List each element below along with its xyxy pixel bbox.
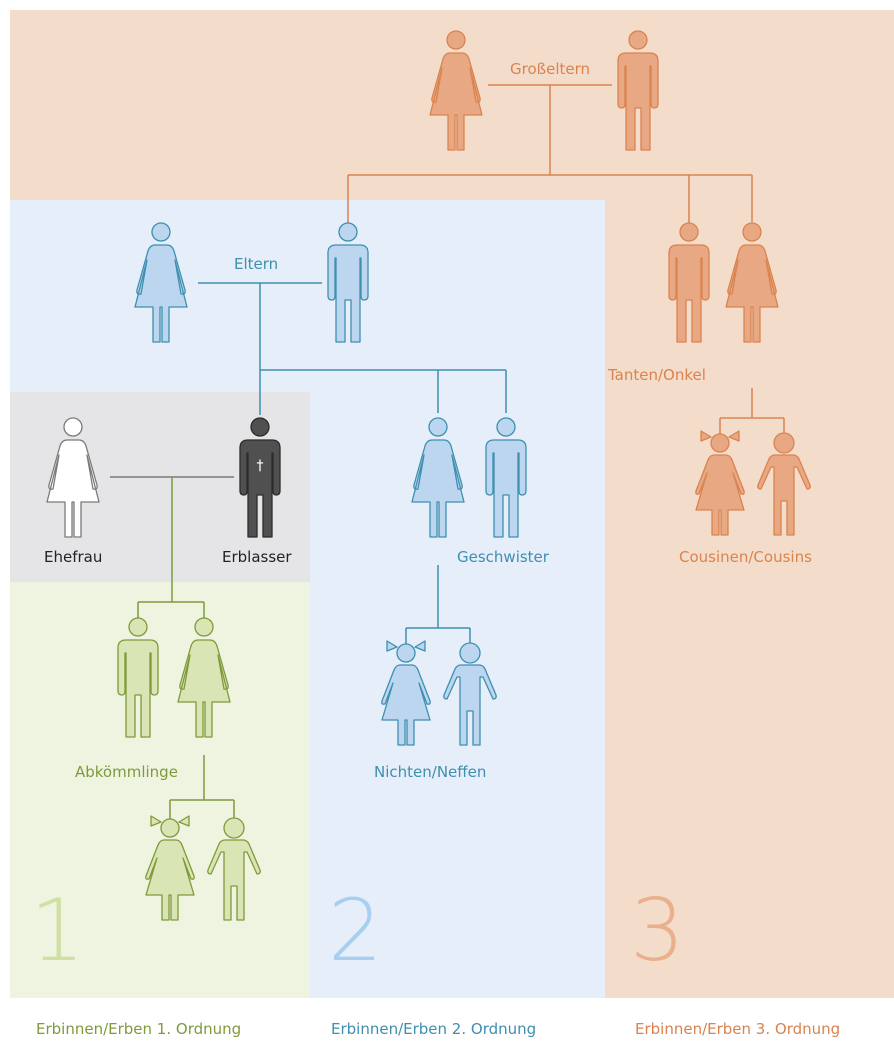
cousinen-cousins-label: Cousinen/Cousins [679, 548, 812, 566]
ehefrau-label: Ehefrau [44, 548, 103, 566]
grosseltern-label: Großeltern [510, 60, 591, 78]
cousin-boy-icon [757, 432, 811, 536]
brother-icon [485, 417, 527, 538]
cross-icon: † [257, 458, 264, 474]
abkoemmlinge-label: Abkömmlinge [75, 763, 178, 781]
sister-icon [411, 417, 465, 538]
nichten-neffen-label: Nichten/Neffen [374, 763, 487, 781]
niece-icon [381, 640, 431, 746]
erblasser-label: Erblasser [222, 548, 292, 566]
third-order-number: 3 [630, 881, 685, 981]
mother-icon [134, 222, 188, 343]
third-order-caption: Erbinnen/Erben 3. Ordnung [635, 1020, 841, 1038]
second-order-caption: Erbinnen/Erben 2. Ordnung [331, 1020, 537, 1038]
second-order-number: 2 [328, 881, 383, 981]
grandchild-girl-icon [145, 815, 195, 921]
son-icon [117, 617, 159, 738]
daughter-icon [177, 617, 231, 738]
geschwister-label: Geschwister [457, 548, 549, 566]
wife-icon [46, 417, 100, 538]
grandchild-boy-icon [207, 817, 261, 921]
grandmother-icon [429, 30, 483, 151]
tanten-onkel-label: Tanten/Onkel [608, 366, 706, 384]
second-order-connectors [198, 282, 507, 650]
aunt-icon [725, 222, 779, 343]
uncle-icon [668, 222, 710, 343]
nephew-icon [443, 642, 497, 746]
eltern-label: Eltern [234, 255, 279, 273]
first-order-number: 1 [30, 881, 85, 981]
deceased-icon [239, 417, 281, 538]
first-order-caption: Erbinnen/Erben 1. Ordnung [36, 1020, 242, 1038]
father-icon [327, 222, 369, 343]
grandfather-icon [617, 30, 659, 151]
cousin-girl-icon [695, 430, 745, 536]
